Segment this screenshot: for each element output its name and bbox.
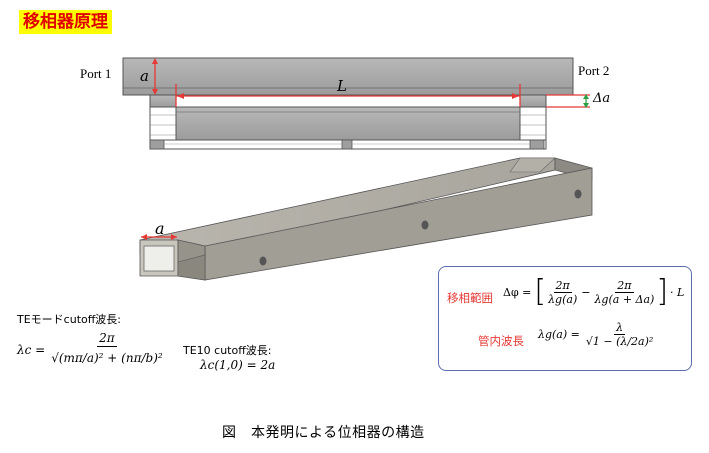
te10-label: TE10 cutoff波長: <box>183 342 272 358</box>
guide-num: λ <box>614 321 625 335</box>
shift-den2: λg(a + Δa) <box>592 293 656 306</box>
te-mode-label: TEモードcutoff波長: <box>17 311 121 327</box>
te10-formula: λc(1,0) = 2a <box>200 358 275 372</box>
te-mode-den: √(mπ/a)² + (nπ/b)² <box>49 347 164 369</box>
port2-label: Port 2 <box>578 63 609 79</box>
figure-caption: 図 本発明による位相器の構造 <box>222 422 425 442</box>
te-mode-lhs: λc = <box>17 343 45 357</box>
shift-num1: 2π <box>554 279 572 293</box>
port1-label: Port 1 <box>80 66 111 82</box>
shift-num2: 2π <box>615 279 633 293</box>
guide-wavelength-label: 管内波長 <box>478 333 524 349</box>
phase-shift-range-label: 移相範囲 <box>447 290 493 306</box>
guide-den: √1 − (λ/2a)² <box>584 335 655 348</box>
guide-wavelength-formula: λg(a) = λ√1 − (λ/2a)² <box>538 321 655 348</box>
shift-rhs: · L <box>670 286 684 299</box>
dimension-a-iso-label: a <box>155 219 165 238</box>
te-mode-formula: λc = 2π√(mπ/a)² + (nπ/b)² <box>17 330 165 369</box>
phase-shift-formula: Δφ = [ 2πλg(a) − 2πλg(a + Δa) ] · L <box>503 277 684 307</box>
shift-den1: λg(a) <box>546 293 579 306</box>
dimension-L-label: L <box>337 77 347 95</box>
dimension-a-label: a <box>140 67 149 85</box>
waveguide-3d-view <box>140 158 592 280</box>
guide-lhs: λg(a) = <box>538 328 580 341</box>
te-mode-num: 2π <box>97 330 117 347</box>
dimension-delta-a-label: Δa <box>593 91 610 106</box>
upper-waveguide-body <box>123 58 573 95</box>
phase-shift-lhs: Δφ = <box>503 286 531 299</box>
